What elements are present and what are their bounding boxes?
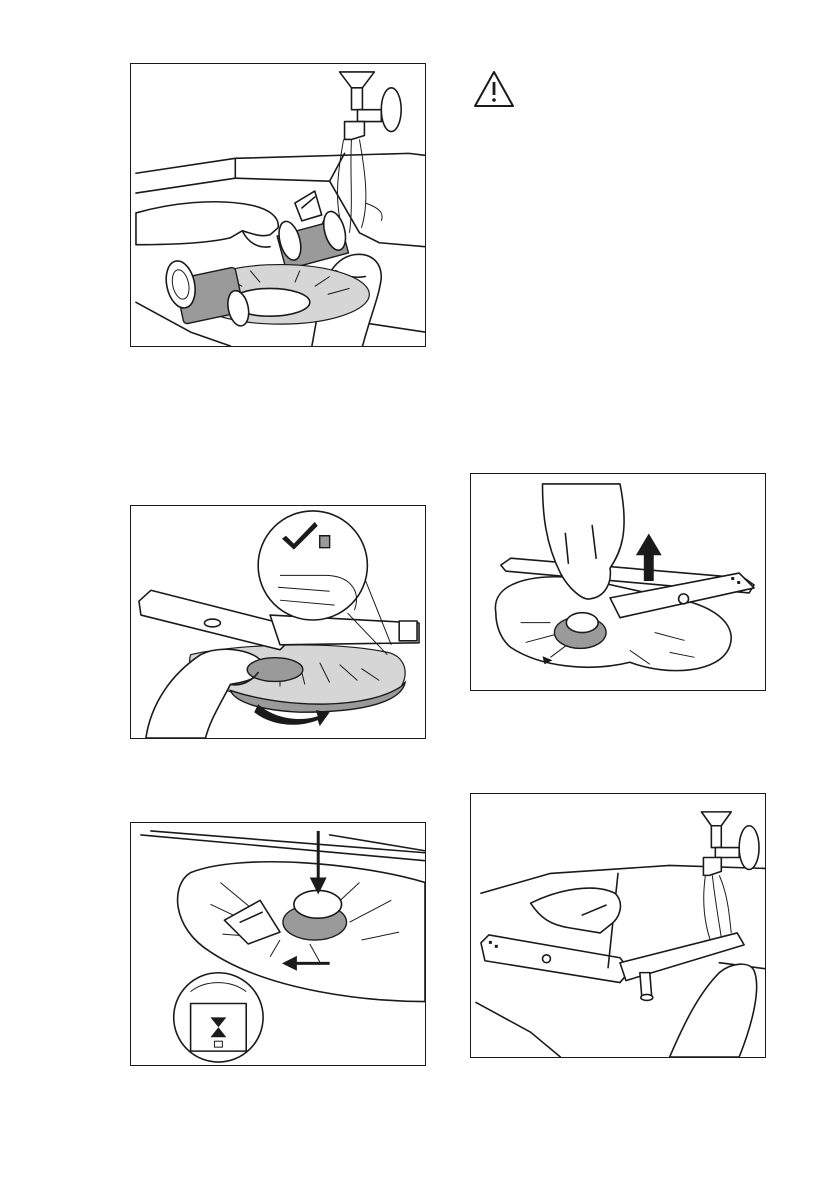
counter-edge: [141, 831, 425, 861]
figure-clean-spray-arm: [470, 793, 766, 1058]
lock-indicator-icon: [174, 973, 263, 1062]
figure-insert-filter: [130, 822, 426, 1066]
figure-remove-spray-arm: [470, 473, 766, 691]
figure-install-spray-arm: [130, 505, 426, 739]
tap-icon: [701, 812, 759, 876]
warning-triangle-icon: [472, 69, 516, 109]
tap-icon: [340, 72, 402, 140]
figure-rinse-filters: [130, 63, 426, 347]
